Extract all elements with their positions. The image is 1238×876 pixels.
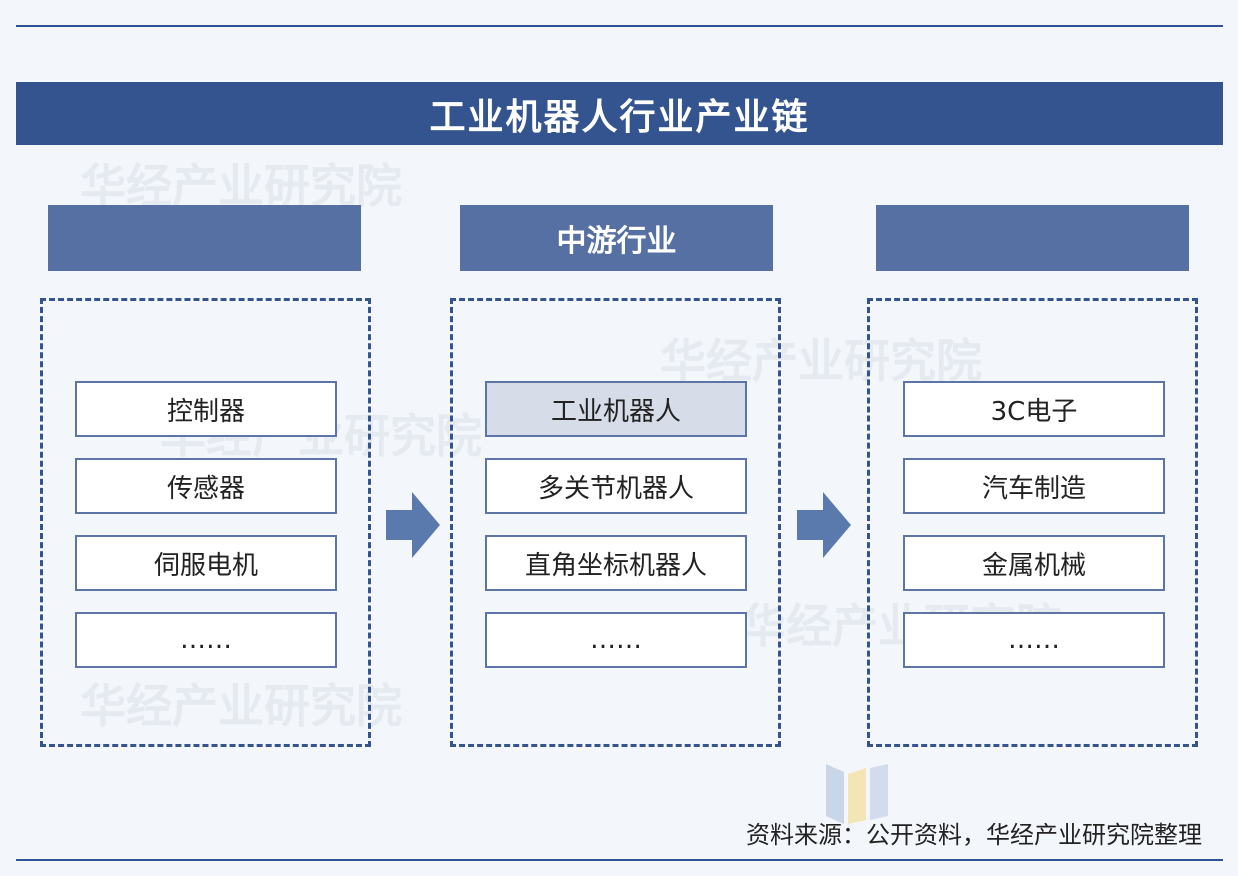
- watermark: 华经产业研究院: [80, 159, 402, 213]
- midstream-item-cartesian-robot: 直角坐标机器人: [485, 535, 747, 591]
- downstream-item-metal-machinery: 金属机械: [903, 535, 1165, 591]
- downstream-group: [867, 298, 1198, 747]
- upstream-item-controller: 控制器: [75, 381, 337, 437]
- upstream-header: [48, 205, 361, 271]
- downstream-item-more: ……: [903, 612, 1165, 668]
- midstream-group: [450, 298, 781, 747]
- bottom-rule: [16, 859, 1223, 861]
- upstream-item-more: ……: [75, 612, 337, 668]
- right-arrow-icon: [386, 492, 440, 558]
- downstream-item-3c-electronics: 3C电子: [903, 381, 1165, 437]
- midstream-item-multi-joint-robot: 多关节机器人: [485, 458, 747, 514]
- midstream-item-industrial-robot: 工业机器人: [485, 381, 747, 437]
- midstream-header-label: 中游行业: [556, 224, 677, 259]
- watermark: 华经产业研究院: [660, 334, 982, 388]
- top-rule: [16, 25, 1223, 27]
- logo-icon: [826, 764, 888, 824]
- midstream-header: 中游行业: [460, 205, 773, 271]
- upstream-group: [40, 298, 371, 747]
- downstream-header: [876, 205, 1189, 271]
- title-bar: 工业机器人行业产业链: [16, 82, 1223, 145]
- midstream-item-more: ……: [485, 612, 747, 668]
- downstream-item-automotive: 汽车制造: [903, 458, 1165, 514]
- upstream-item-sensor: 传感器: [75, 458, 337, 514]
- watermark: 华经产业研究院: [80, 679, 402, 733]
- diagram-title: 工业机器人行业产业链: [429, 96, 810, 138]
- right-arrow-icon: [797, 492, 851, 558]
- upstream-item-servo-motor: 伺服电机: [75, 535, 337, 591]
- source-note: 资料来源：公开资料，华经产业研究院整理: [746, 821, 1202, 849]
